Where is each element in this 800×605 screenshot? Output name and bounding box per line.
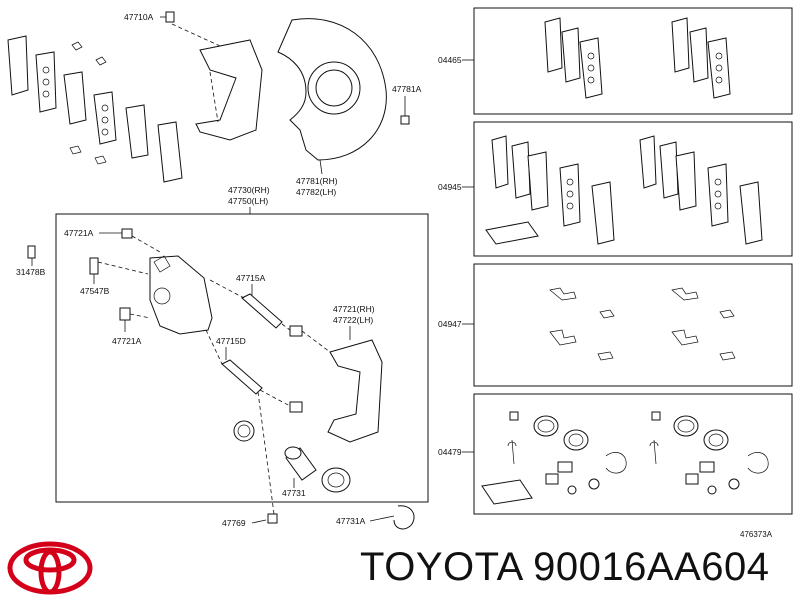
label-47721RH: 47721(RH) bbox=[333, 304, 375, 314]
label-47731: 47731 bbox=[282, 488, 306, 498]
kit-04947-clips bbox=[549, 287, 736, 361]
pad-clip bbox=[69, 145, 82, 155]
pad-set-top-left bbox=[7, 35, 183, 183]
pad-plate bbox=[93, 91, 117, 145]
assembly-line bbox=[129, 313, 151, 319]
label-47782LH: 47782(LH) bbox=[296, 187, 336, 197]
pad-hole bbox=[101, 128, 109, 136]
cap-part bbox=[27, 245, 36, 259]
kit-04479-seals bbox=[481, 411, 769, 505]
pad-clip bbox=[71, 41, 83, 51]
pad-hole bbox=[42, 78, 50, 86]
piston-face bbox=[284, 446, 302, 460]
shield-bolt bbox=[400, 115, 410, 125]
label-47721A-mid: 47721A bbox=[112, 336, 142, 346]
label-31478B: 31478B bbox=[16, 267, 46, 277]
kit-box-04465 bbox=[473, 7, 793, 115]
part-number-title: TOYOTA 90016AA604 bbox=[360, 545, 770, 589]
piston-seal bbox=[233, 420, 255, 442]
assembly-line bbox=[97, 261, 149, 275]
set-ring bbox=[393, 505, 415, 530]
kit-label-04947: 04947 bbox=[438, 319, 462, 329]
piston-seal-inner bbox=[237, 424, 251, 438]
pad-plate bbox=[125, 104, 149, 159]
toyota-logo-icon bbox=[7, 541, 93, 595]
label-47715A: 47715A bbox=[236, 273, 266, 283]
kit-label-04945: 04945 bbox=[438, 182, 462, 192]
pad-hole bbox=[101, 116, 109, 124]
pin-boot bbox=[289, 401, 303, 413]
piston-boot bbox=[321, 467, 351, 493]
bleeder-screw bbox=[89, 257, 99, 275]
leader-line bbox=[251, 519, 267, 524]
guide-bolt bbox=[119, 307, 131, 321]
label-47547B: 47547B bbox=[80, 286, 110, 296]
kit-box-04945 bbox=[473, 121, 793, 257]
label-47721A-top: 47721A bbox=[64, 228, 94, 238]
assembly-line bbox=[171, 23, 221, 47]
assembly-line bbox=[259, 389, 291, 407]
diagram-ref-code: 476373A bbox=[740, 530, 773, 539]
piston-boot-inner bbox=[327, 472, 345, 488]
kit-label-04465: 04465 bbox=[438, 55, 462, 65]
label-47710A: 47710A bbox=[124, 12, 154, 22]
assembly-line bbox=[301, 330, 331, 353]
kit-04945-pads bbox=[485, 135, 763, 245]
label-47730RH: 47730(RH) bbox=[228, 185, 270, 195]
dust-shield: 47781A 47781(RH) 47782(LH) bbox=[277, 18, 422, 197]
assembly-line bbox=[281, 323, 291, 331]
caliper-bore bbox=[153, 287, 171, 305]
label-47781A: 47781A bbox=[392, 84, 422, 94]
slide-pin bbox=[221, 359, 263, 395]
kit-box-04947 bbox=[473, 263, 793, 387]
caliper-assembly: 47721A 31478B 47547B 47721A 47715A 47715… bbox=[16, 228, 383, 515]
caliper-ear bbox=[153, 255, 171, 273]
assembly-line bbox=[257, 391, 275, 515]
pad-clip bbox=[95, 56, 107, 66]
caliper-bracket-top: 47710A bbox=[124, 11, 263, 141]
pin-boot bbox=[289, 325, 303, 337]
bracket-body bbox=[195, 39, 263, 141]
pad-plate bbox=[7, 35, 29, 96]
label-47750LH: 47750(LH) bbox=[228, 196, 268, 206]
pad-clip bbox=[94, 155, 107, 165]
pad-friction bbox=[157, 121, 183, 183]
leader-line bbox=[369, 515, 395, 522]
label-47731A: 47731A bbox=[336, 516, 366, 526]
pad-hole bbox=[42, 90, 50, 98]
assembly-line bbox=[205, 329, 223, 365]
leader-line bbox=[319, 159, 323, 175]
pad-hole bbox=[42, 66, 50, 74]
caliper-body bbox=[149, 255, 213, 335]
assembly-line bbox=[209, 71, 219, 123]
label-47722LH: 47722(LH) bbox=[333, 315, 373, 325]
kit-box-04479 bbox=[473, 393, 793, 515]
shield-hub-hole bbox=[315, 69, 353, 107]
pad-friction bbox=[63, 71, 87, 125]
mounting-bracket bbox=[327, 339, 383, 443]
slide-pin bbox=[241, 293, 283, 329]
kit-04465-pads bbox=[544, 17, 731, 99]
pad-plate bbox=[35, 51, 57, 113]
bleeder-bolt bbox=[121, 228, 133, 239]
assembly-line bbox=[131, 235, 161, 253]
pad-hole bbox=[101, 104, 109, 112]
label-47769: 47769 bbox=[222, 518, 246, 528]
label-47715D: 47715D bbox=[216, 336, 246, 346]
label-47781RH: 47781(RH) bbox=[296, 176, 338, 186]
kit-label-04479: 04479 bbox=[438, 447, 462, 457]
caliper-assembly-box bbox=[55, 213, 429, 503]
bleeder-cap bbox=[267, 513, 278, 524]
bolt-head bbox=[165, 11, 175, 23]
